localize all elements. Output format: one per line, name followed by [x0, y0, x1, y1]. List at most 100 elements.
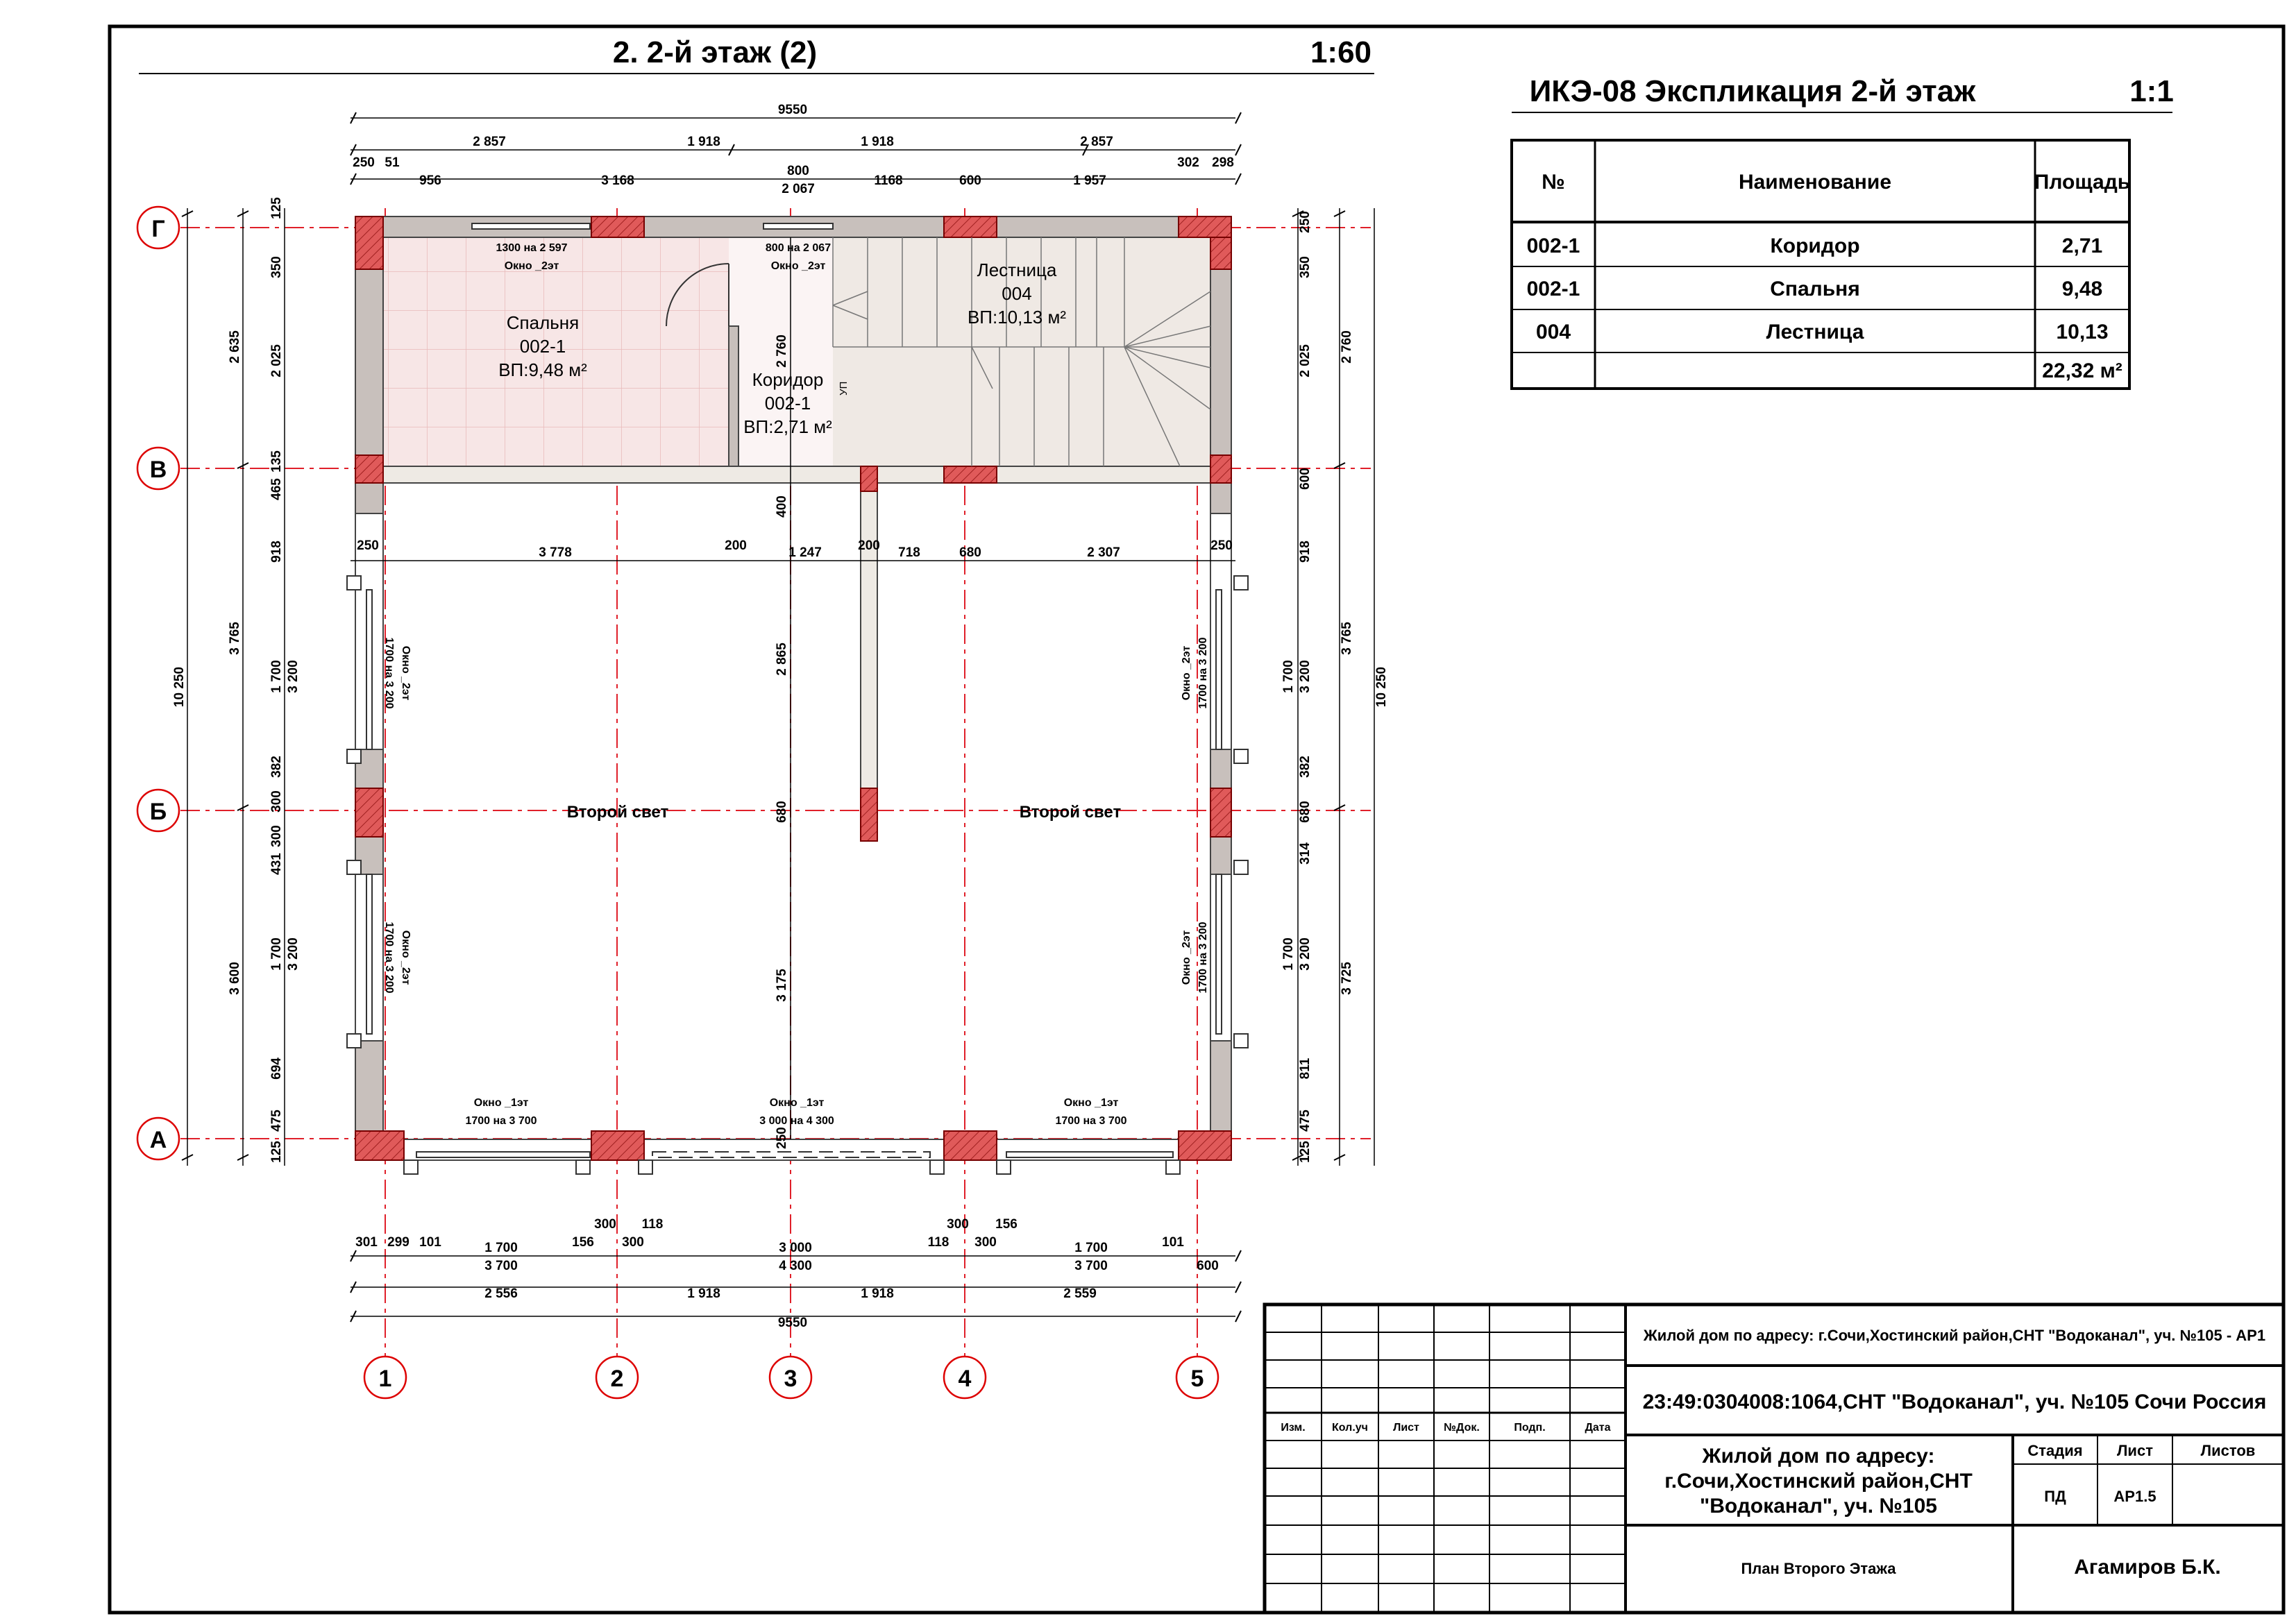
svg-text:3 000 на 4 300: 3 000 на 4 300 [759, 1115, 834, 1127]
stamp-drawing-name: План Второго Этажа [1741, 1560, 1896, 1577]
svg-text:300: 300 [269, 790, 284, 813]
svg-text:2 857: 2 857 [1080, 135, 1113, 149]
axis-label-b: Б [150, 799, 167, 825]
svg-text:1 918: 1 918 [861, 1286, 894, 1301]
svg-text:101: 101 [419, 1235, 441, 1250]
svg-text:4 300: 4 300 [779, 1259, 812, 1273]
table-cell: 10,13 [2056, 321, 2108, 343]
stamp-line-1: Жилой дом по адресу: г.Сочи,Хостинский р… [1643, 1327, 2265, 1344]
plan-scale: 1:60 [1310, 35, 1371, 69]
stamp-col-sign: Подп. [1514, 1422, 1545, 1434]
svg-text:Окно _1эт: Окно _1эт [1064, 1097, 1119, 1109]
svg-text:314: 314 [1298, 842, 1312, 865]
svg-text:1 957: 1 957 [1073, 173, 1106, 188]
explication: ИКЭ-08 Экспликация 2-й этаж 1:1 № Наимен… [1510, 74, 2174, 390]
svg-text:2 865: 2 865 [775, 643, 789, 676]
svg-text:Окно _2эт: Окно _2эт [771, 260, 826, 272]
explication-total: 22,32 м² [2042, 359, 2122, 382]
svg-text:2 559: 2 559 [1063, 1286, 1097, 1301]
svg-text:Окно _1эт: Окно _1эт [770, 1097, 825, 1109]
svg-text:3 200: 3 200 [286, 660, 301, 693]
svg-text:1700 на 3 200: 1700 на 3 200 [383, 637, 395, 708]
svg-text:3 600: 3 600 [228, 962, 242, 995]
svg-text:300: 300 [594, 1217, 616, 1232]
dimension-lines [187, 117, 1375, 1317]
svg-text:2 025: 2 025 [269, 344, 284, 377]
svg-text:956: 956 [419, 173, 441, 188]
svg-text:382: 382 [269, 756, 284, 778]
plan-header: 2. 2-й этаж (2) 1:60 [139, 35, 1374, 74]
svg-text:2 760: 2 760 [775, 334, 789, 368]
stamp-sheet-header: Лист [2117, 1442, 2153, 1459]
svg-text:101: 101 [1162, 1235, 1184, 1250]
explication-header-area: Площадь [2034, 171, 2130, 194]
table-cell: Спальня [1770, 278, 1860, 300]
svg-text:1 918: 1 918 [861, 135, 894, 149]
svg-text:250: 250 [353, 155, 375, 170]
svg-text:002-1: 002-1 [765, 393, 811, 414]
svg-text:600: 600 [1298, 468, 1312, 490]
room-label-bedroom: Спальня 002-1 ВП:9,48 м² [498, 312, 587, 380]
dimension-ticks [181, 112, 1346, 1323]
svg-text:Окно _1эт: Окно _1эт [474, 1097, 529, 1109]
svg-text:1 700: 1 700 [1074, 1241, 1108, 1255]
svg-text:300: 300 [269, 825, 284, 847]
svg-text:10 250: 10 250 [172, 667, 187, 707]
svg-text:465: 465 [269, 478, 284, 500]
svg-text:301: 301 [355, 1235, 378, 1250]
door-swing [666, 263, 729, 327]
stair-floor [833, 237, 1210, 466]
stamp-col-list: Лист [1393, 1422, 1419, 1434]
axis-label-3: 3 [784, 1366, 797, 1392]
dims-left: 10 250 2 635 3 765 3 600 125 350 2 025 1… [172, 197, 301, 1163]
svg-text:51: 51 [385, 155, 400, 170]
svg-text:2 556: 2 556 [484, 1286, 518, 1301]
svg-text:125: 125 [269, 197, 284, 219]
svg-text:431: 431 [269, 853, 284, 875]
svg-text:800: 800 [787, 164, 809, 178]
svg-text:918: 918 [269, 541, 284, 563]
svg-text:680: 680 [1298, 801, 1312, 823]
svg-text:3 200: 3 200 [1298, 937, 1312, 971]
svg-text:3 168: 3 168 [601, 173, 634, 188]
second-light-left: Второй свет [567, 803, 669, 822]
svg-text:299: 299 [387, 1235, 410, 1250]
svg-text:400: 400 [775, 495, 789, 518]
svg-text:004: 004 [1002, 283, 1031, 304]
stamp-stage-header: Стадия [2027, 1442, 2082, 1459]
stamp-line-2: 23:49:0304008:1064,СНТ "Водоканал", уч. … [1643, 1391, 2267, 1413]
axis-label-5: 5 [1191, 1366, 1204, 1392]
svg-text:156: 156 [995, 1217, 1018, 1232]
svg-text:156: 156 [572, 1235, 594, 1250]
svg-text:600: 600 [1197, 1259, 1219, 1273]
svg-text:1 700: 1 700 [269, 937, 284, 971]
svg-text:ВП:2,71 м²: ВП:2,71 м² [743, 416, 832, 437]
axis-markers-numbers [363, 1355, 1219, 1400]
stamp-sheet: АР1.5 [2113, 1488, 2156, 1505]
svg-text:10 250: 10 250 [1374, 667, 1389, 707]
svg-text:1 700: 1 700 [1281, 937, 1296, 971]
svg-text:9550: 9550 [778, 103, 807, 117]
table-cell: Коридор [1770, 235, 1859, 257]
table-cell: Лестница [1766, 321, 1864, 343]
svg-text:3 765: 3 765 [1340, 622, 1354, 655]
svg-text:475: 475 [1298, 1110, 1312, 1132]
svg-text:118: 118 [928, 1235, 949, 1250]
bedroom-floor [383, 237, 729, 466]
dims-center: 2 760 400 2 865 680 3 175 250 [775, 334, 789, 1149]
svg-text:3 765: 3 765 [228, 622, 242, 655]
explication-header-name: Наименование [1739, 171, 1891, 194]
svg-text:1 700: 1 700 [1281, 660, 1296, 693]
svg-text:298: 298 [1212, 155, 1234, 170]
svg-text:350: 350 [1298, 256, 1312, 278]
windows [346, 223, 1249, 1175]
axis-label-a: А [150, 1127, 167, 1153]
svg-text:918: 918 [1298, 541, 1312, 563]
explication-title: ИКЭ-08 Экспликация 2-й этаж [1530, 74, 1977, 108]
svg-text:3 725: 3 725 [1340, 962, 1354, 995]
svg-text:135: 135 [269, 450, 284, 473]
axis-markers-letters [136, 205, 180, 1161]
svg-text:300: 300 [947, 1217, 969, 1232]
svg-text:302: 302 [1177, 155, 1199, 170]
axis-label-g: Г [151, 216, 164, 242]
